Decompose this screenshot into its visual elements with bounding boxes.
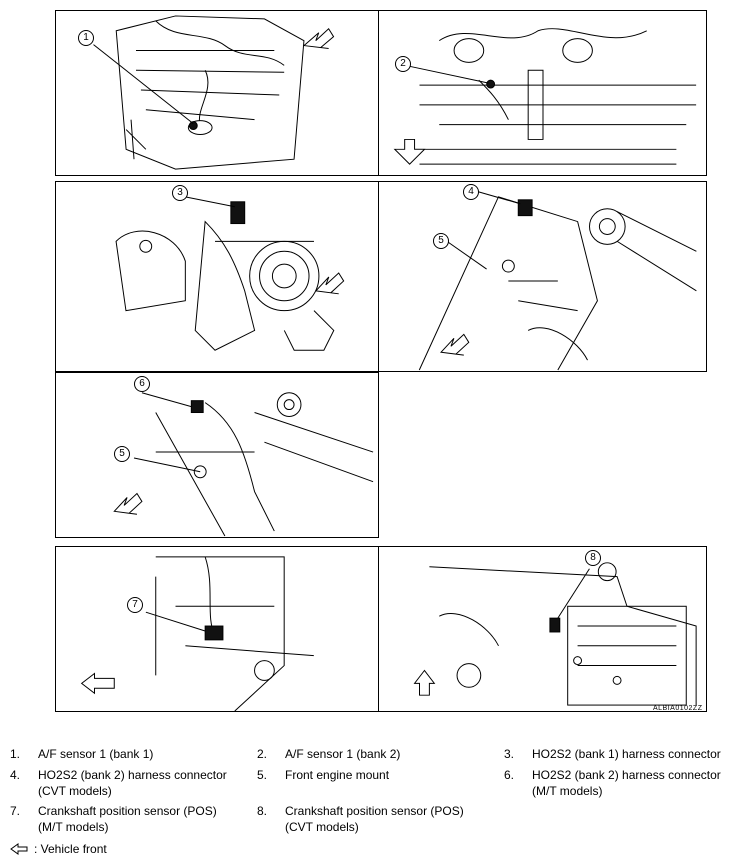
figure-id: ALBIA0102ZZ bbox=[653, 705, 703, 712]
panel-af-sensor-bank2: 2 bbox=[378, 10, 707, 176]
legend-number: 2. bbox=[257, 747, 268, 761]
legend-text: Front engine mount bbox=[285, 768, 390, 782]
legend-number: 6. bbox=[504, 768, 515, 782]
callout-4: 4 bbox=[463, 184, 479, 200]
legend-text: HO2S2 (bank 2) harness connector bbox=[532, 768, 721, 782]
legend-text: Crankshaft position sensor (POS) bbox=[285, 804, 464, 818]
panel-af-sensor-bank1: 1 bbox=[55, 10, 379, 176]
engine-illustration-5 bbox=[133, 392, 374, 537]
vehicle-front-label: : Vehicle front bbox=[34, 842, 107, 856]
legend-text-line2: (M/T models) bbox=[532, 784, 603, 798]
vehicle-front-arrow-icon bbox=[314, 272, 345, 295]
legend-text-line2: (CVT models) bbox=[38, 784, 112, 798]
panel-ckp-sensor-cvt: 8 bbox=[378, 546, 707, 712]
engine-illustration-4 bbox=[418, 191, 697, 371]
legend-text: A/F sensor 1 (bank 1) bbox=[38, 747, 154, 761]
legend-text-line2: (M/T models) bbox=[38, 820, 109, 834]
legend-number: 7. bbox=[10, 804, 21, 818]
vehicle-front-arrow-icon bbox=[440, 333, 470, 356]
legend-number: 4. bbox=[10, 768, 21, 782]
callout-5: 5 bbox=[114, 446, 130, 462]
callout-7: 7 bbox=[127, 597, 143, 613]
vehicle-front-legend: : Vehicle front bbox=[10, 842, 107, 856]
legend-text: A/F sensor 1 (bank 2) bbox=[285, 747, 401, 761]
vehicle-front-arrow-icon bbox=[413, 669, 436, 696]
vehicle-front-arrow-icon bbox=[393, 138, 426, 165]
legend-number: 5. bbox=[257, 768, 268, 782]
callout-3: 3 bbox=[172, 185, 188, 201]
callout-8: 8 bbox=[585, 550, 601, 566]
legend-text-line2: (CVT models) bbox=[285, 820, 359, 834]
legend-text: HO2S2 (bank 1) harness connector bbox=[532, 747, 721, 761]
legend-number: 8. bbox=[257, 804, 268, 818]
callout-5: 5 bbox=[433, 233, 449, 249]
panel-ckp-sensor-mt: 7 bbox=[55, 546, 379, 712]
engine-illustration-2 bbox=[409, 28, 697, 165]
panel-ho2s2-bank2-mt: 6 5 bbox=[55, 372, 379, 538]
legend-number: 3. bbox=[504, 747, 515, 761]
engine-illustration-8 bbox=[429, 562, 697, 706]
legend-number: 1. bbox=[10, 747, 21, 761]
engine-illustration-3 bbox=[115, 196, 335, 351]
engine-illustration-7 bbox=[145, 556, 314, 711]
panel-ho2s2-bank1: 3 bbox=[55, 181, 379, 372]
legend-text: HO2S2 (bank 2) harness connector bbox=[38, 768, 227, 782]
vehicle-front-arrow-icon bbox=[113, 492, 143, 515]
vehicle-front-arrow-icon bbox=[302, 28, 335, 50]
legend-text: Crankshaft position sensor (POS) bbox=[38, 804, 217, 818]
vehicle-front-arrow-icon bbox=[80, 672, 115, 695]
callout-6: 6 bbox=[134, 376, 150, 392]
callout-1: 1 bbox=[78, 30, 94, 46]
vehicle-front-arrow-icon bbox=[10, 843, 28, 855]
callout-2: 2 bbox=[395, 56, 411, 72]
engine-illustration-1 bbox=[93, 15, 305, 170]
panel-ho2s2-bank2-cvt: 4 5 bbox=[378, 181, 707, 372]
